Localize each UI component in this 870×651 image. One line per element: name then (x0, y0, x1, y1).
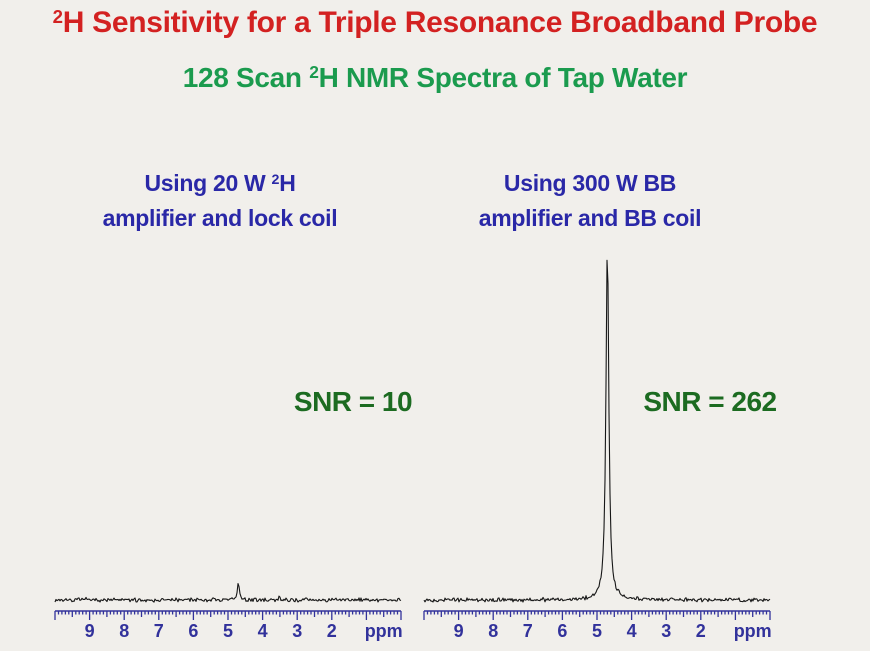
svg-text:7: 7 (154, 621, 164, 641)
subtitle-superscript: 2 (309, 62, 319, 83)
left-spectrum-chart: 9 8 7 6 5 4 3 2 ppm (40, 238, 420, 651)
svg-text:6: 6 (188, 621, 198, 641)
subtitle-pre: 128 Scan (182, 62, 310, 93)
subtitle-post: H NMR Spectra of Tap Water (318, 62, 688, 93)
slide-title: 2H Sensitivity for a Triple Resonance Br… (0, 6, 870, 40)
slide-subtitle: 128 Scan 2H NMR Spectra of Tap Water (0, 62, 870, 94)
left-snr-label: SNR = 10 (293, 386, 413, 417)
svg-text:5: 5 (223, 621, 233, 641)
right-snr-label: SNR = 262 (643, 386, 777, 417)
left-spectrum-svg: 9 8 7 6 5 4 3 2 ppm (54, 582, 403, 641)
title-text: H Sensitivity for a Triple Resonance Bro… (62, 6, 818, 39)
svg-text:4: 4 (627, 621, 637, 641)
svg-text:7: 7 (523, 621, 533, 641)
svg-text:ppm: ppm (365, 621, 403, 641)
right-spectrum-svg: 9 8 7 6 5 4 3 2 ppm (423, 259, 772, 641)
svg-text:ppm: ppm (734, 621, 772, 641)
svg-text:2: 2 (696, 621, 706, 641)
svg-text:9: 9 (85, 621, 95, 641)
svg-text:5: 5 (592, 621, 602, 641)
svg-text:3: 3 (661, 621, 671, 641)
svg-text:8: 8 (119, 621, 129, 641)
title-superscript: 2 (52, 5, 63, 27)
left-header-superscript: 2 (271, 171, 280, 188)
right-spectrum-chart: 9 8 7 6 5 4 3 2 ppm (409, 238, 789, 651)
left-header-pre: Using 20 W (144, 170, 272, 196)
right-panel-header: Using 300 W BB amplifier and BB coil (425, 168, 755, 234)
left-panel-header-line1: Using 20 W 2H (55, 168, 385, 203)
svg-text:6: 6 (557, 621, 567, 641)
left-panel-header-line2: amplifier and lock coil (102, 205, 338, 231)
right-panel-header-line1: Using 300 W BB (425, 168, 755, 203)
left-panel-header: Using 20 W 2H amplifier and lock coil (55, 168, 385, 234)
svg-text:9: 9 (454, 621, 464, 641)
right-panel-header-line2: amplifier and BB coil (478, 205, 702, 231)
svg-text:2: 2 (327, 621, 337, 641)
right-header-pre: Using 300 W BB (503, 170, 677, 196)
left-header-post: H (279, 170, 296, 196)
svg-text:4: 4 (258, 621, 268, 641)
svg-text:8: 8 (488, 621, 498, 641)
svg-text:3: 3 (292, 621, 302, 641)
